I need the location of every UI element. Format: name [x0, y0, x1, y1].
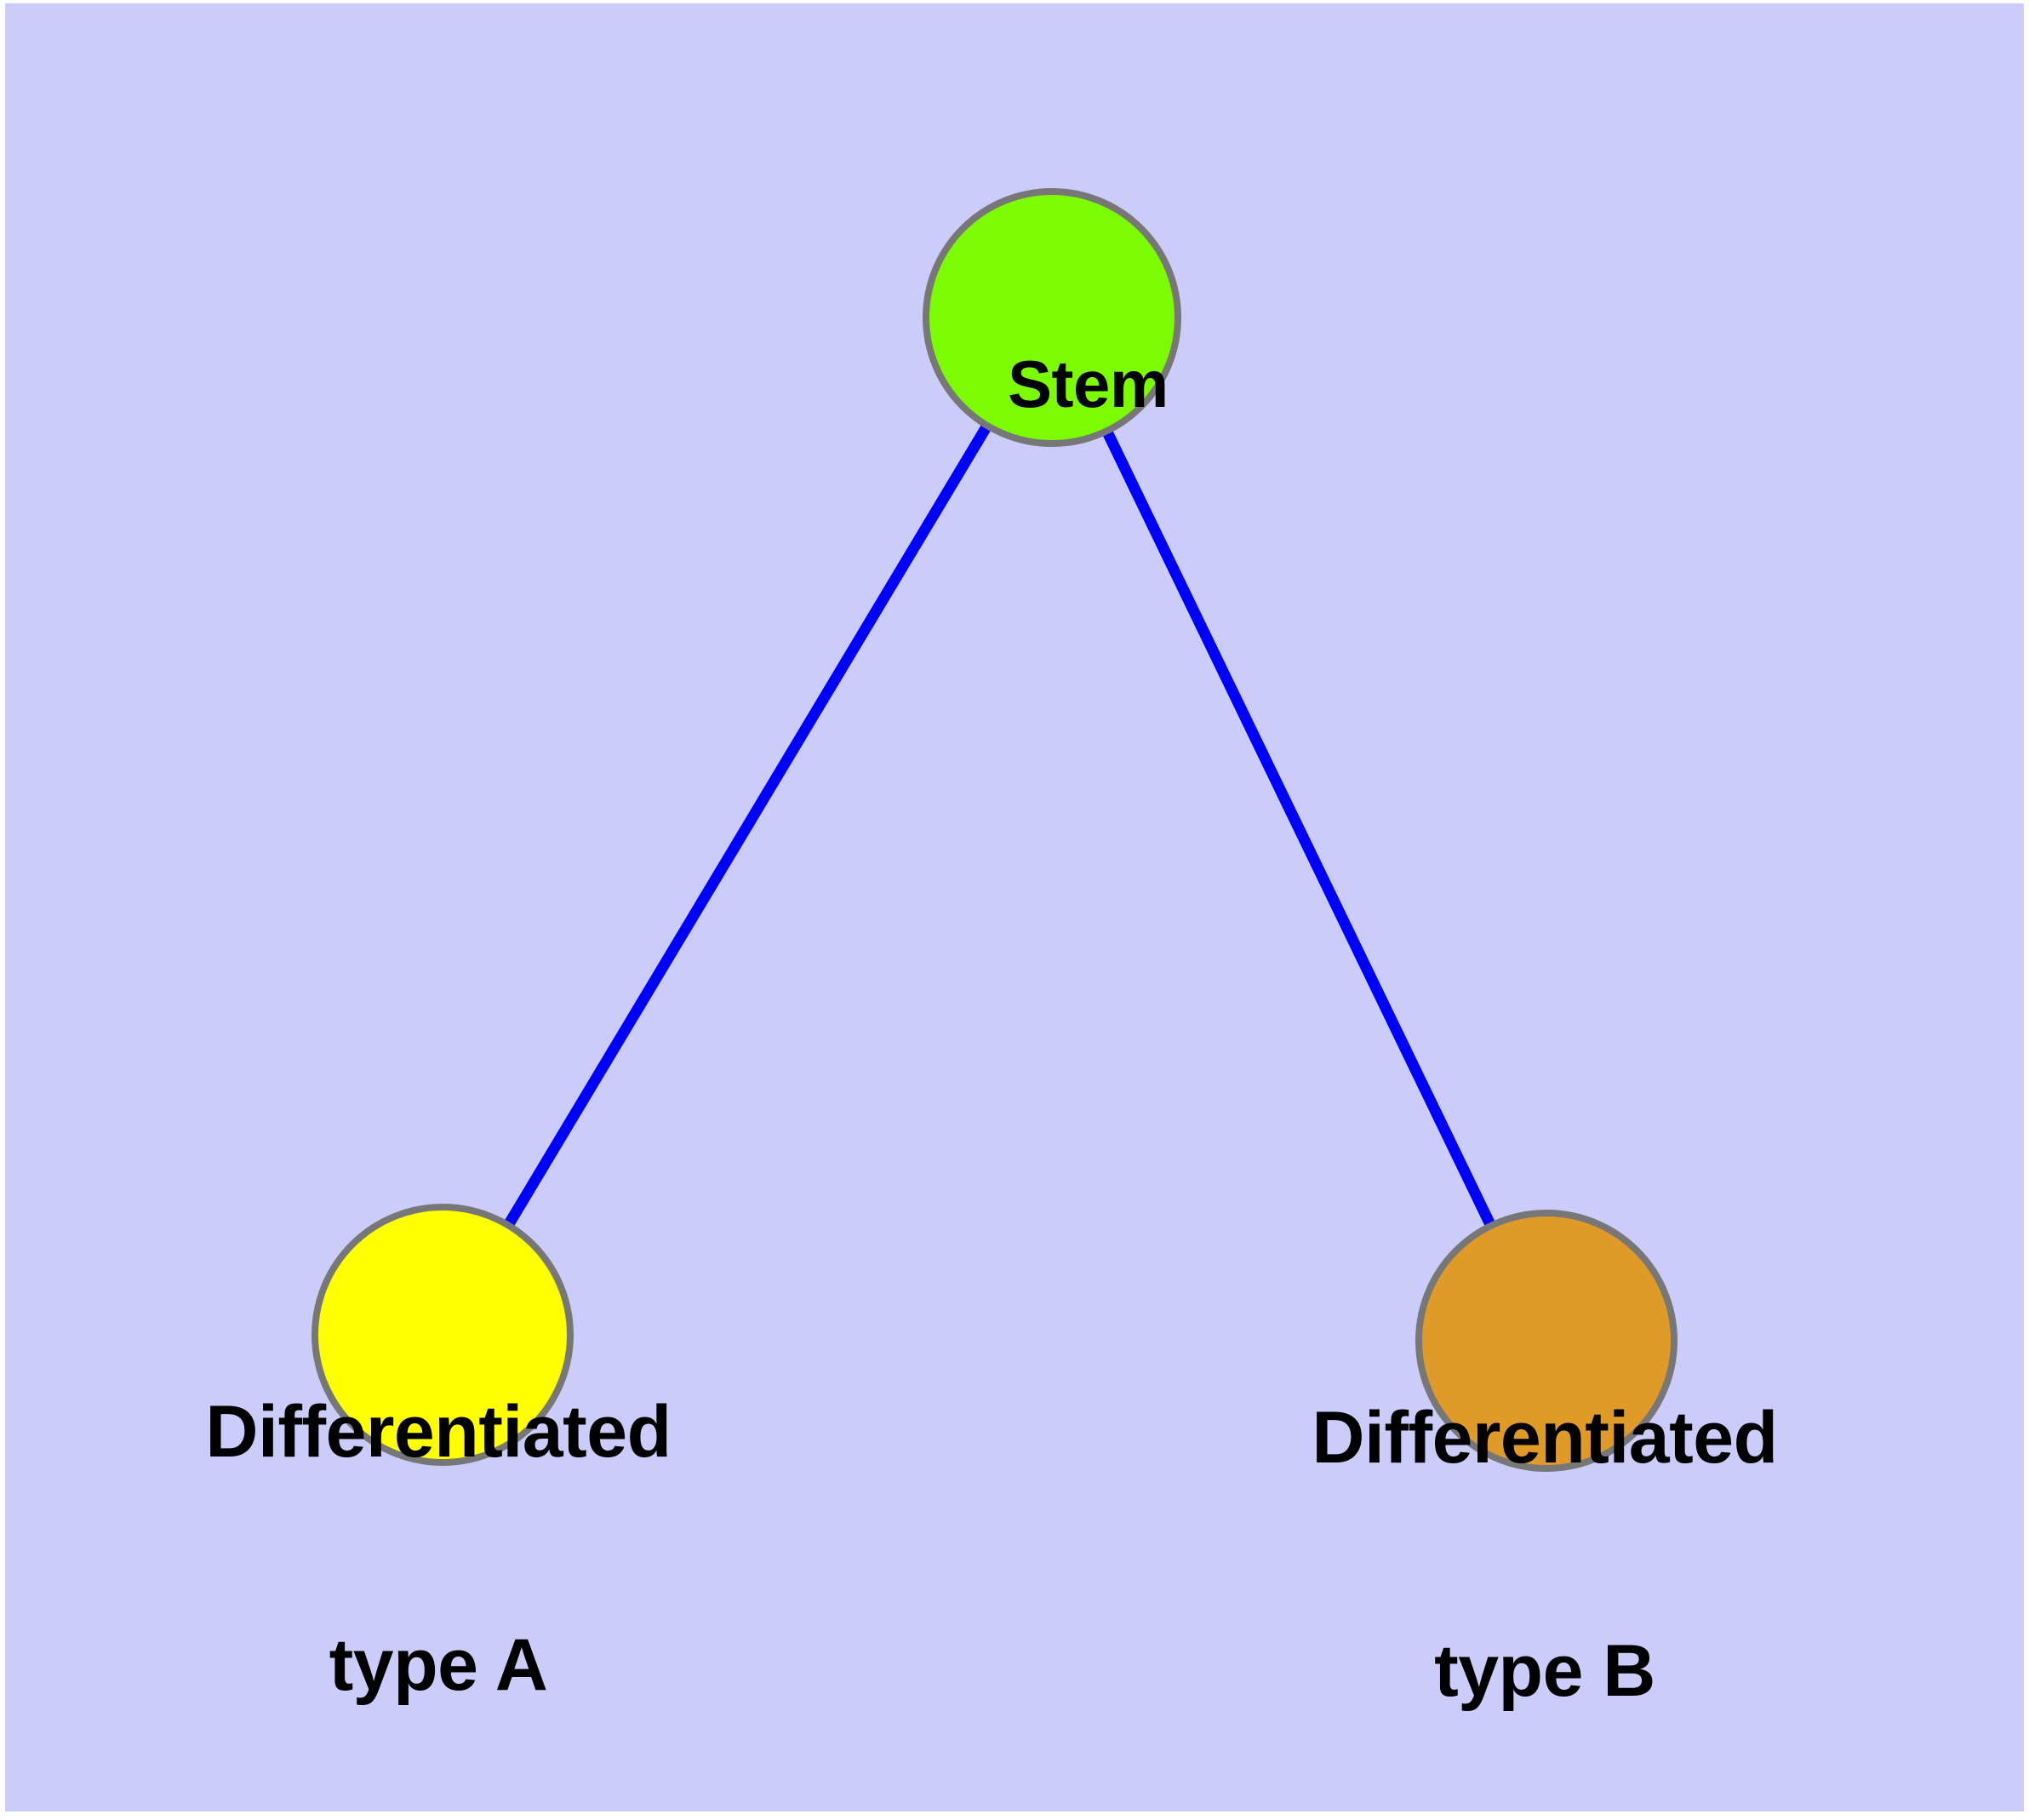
- node-circle-stem[interactable]: [923, 188, 1181, 447]
- edge-stem-to-differentiated-type-a[interactable]: [504, 424, 992, 1227]
- node-circle-differentiated-type-a[interactable]: [311, 1204, 574, 1466]
- edge-stem-to-differentiated-type-b[interactable]: [1102, 430, 1495, 1227]
- node-circle-differentiated-type-b[interactable]: [1415, 1210, 1677, 1472]
